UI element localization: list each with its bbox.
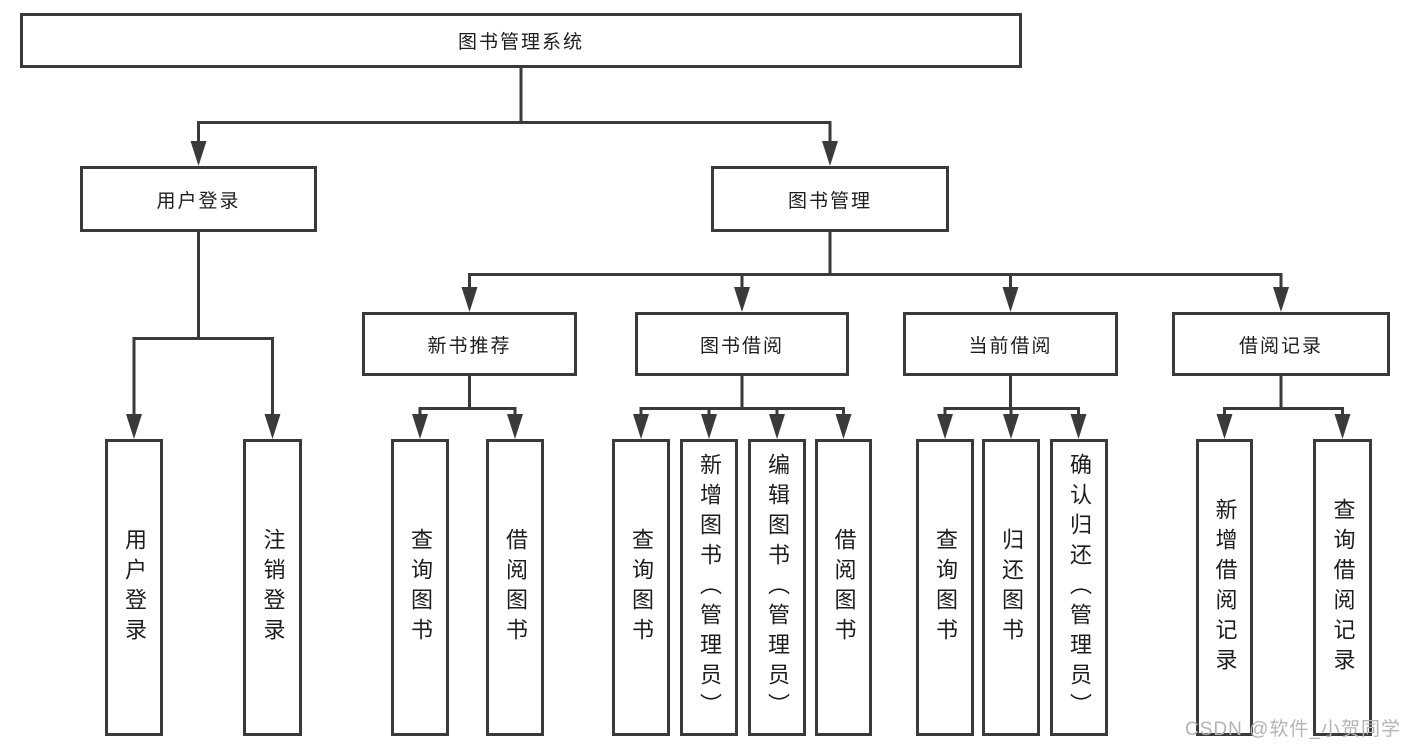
node-query-books-borrowing: 查询图书	[612, 439, 670, 736]
csdn-watermark: CSDN @软件_小贺同学	[1185, 719, 1401, 740]
node-library-management-system: 图书管理系统	[20, 13, 1022, 68]
node-new-book-recommend: 新书推荐	[362, 312, 577, 376]
node-query-books-current: 查询图书	[916, 439, 974, 736]
node-user-login-leaf: 用户登录	[105, 439, 163, 736]
arrowheads	[126, 141, 1351, 439]
node-confirm-return-admin: 确认归还（管理员）	[1050, 439, 1108, 736]
node-book-borrowing: 图书借阅	[635, 312, 849, 376]
node-book-management: 图书管理	[711, 166, 949, 232]
node-user-login: 用户登录	[80, 166, 317, 232]
node-borrowing-records: 借阅记录	[1172, 312, 1390, 376]
node-borrow-book: 借阅图书	[815, 439, 872, 736]
node-add-book-admin: 新增图书（管理员）	[680, 439, 738, 736]
node-edit-book-admin: 编辑图书（管理员）	[748, 439, 806, 736]
node-current-borrowing: 当前借阅	[903, 312, 1118, 376]
node-query-borrow-record: 查询借阅记录	[1313, 439, 1372, 736]
node-logout: 注销登录	[243, 439, 302, 736]
node-borrow-book-recommend: 借阅图书	[486, 439, 544, 736]
node-return-book: 归还图书	[982, 439, 1040, 736]
node-query-books-recommend: 查询图书	[391, 439, 449, 736]
node-add-borrow-record: 新增借阅记录	[1196, 439, 1253, 736]
